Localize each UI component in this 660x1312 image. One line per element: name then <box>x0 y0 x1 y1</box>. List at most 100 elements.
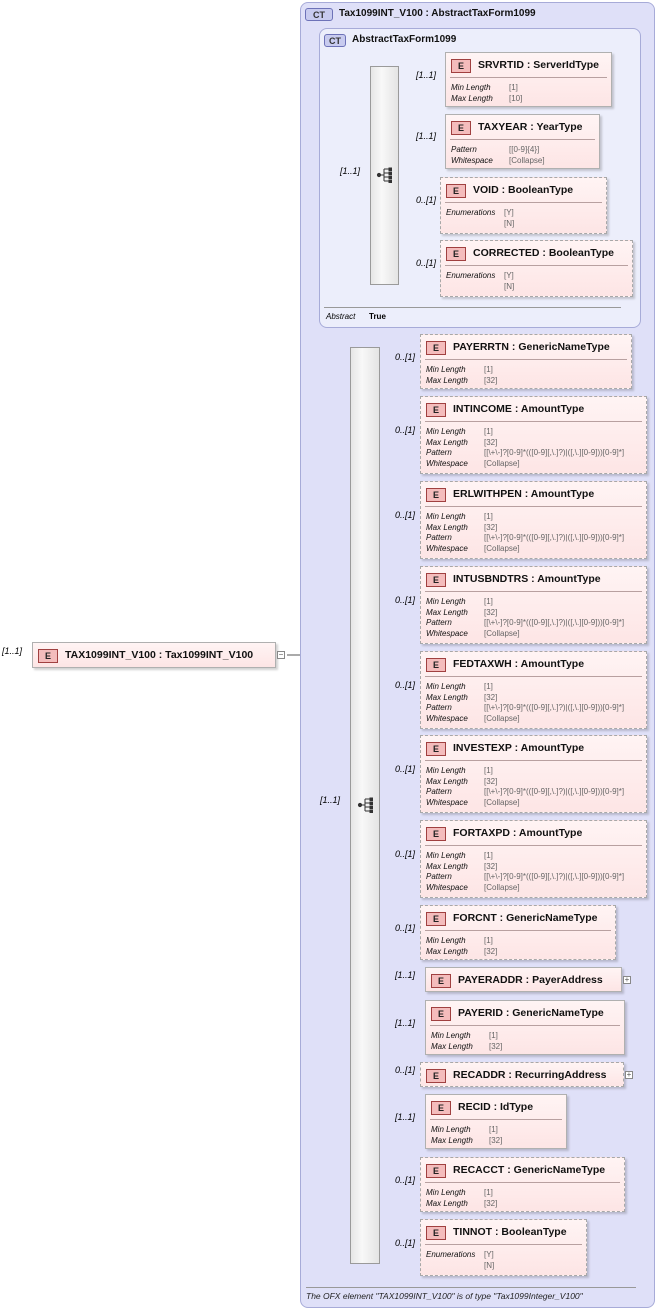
element-badge: E <box>426 1226 446 1240</box>
element-badge: E <box>426 573 446 587</box>
facet-row: Max Length [32] <box>426 438 643 448</box>
element-badge: E <box>426 1069 446 1083</box>
facet-name: Pattern <box>426 787 452 796</box>
facet-name: Max Length <box>426 692 468 702</box>
facet-name: Min Length <box>426 365 466 374</box>
facet-row: Max Length[32] <box>426 777 643 787</box>
facet-value: [1] <box>484 851 493 860</box>
facet-name: Min Length <box>426 512 466 521</box>
root-element-box[interactable]: E TAX1099INT_V100 : Tax1099INT_V100 <box>32 642 276 668</box>
facet-name: Whitespace <box>426 713 468 723</box>
facet-row: Min Length[1] <box>426 1188 621 1198</box>
facet-name: Whitespace <box>426 882 468 892</box>
facet-row: Enumerations[Y] <box>446 208 603 218</box>
facet-name: Pattern <box>451 145 477 154</box>
facet-value: [32] <box>489 1041 503 1051</box>
facet-name: Max Length <box>426 522 468 532</box>
element-title: CORRECTED : BooleanType <box>473 247 614 259</box>
element-box[interactable]: E PAYERADDR : PayerAddress <box>425 967 622 992</box>
element-title: FEDTAXWH : AmountType <box>453 658 585 670</box>
facet-value: [[\+\-]?[0-9]*(([0-9][,\.]?)|([,\.][0-9]… <box>484 533 625 542</box>
element-separator <box>425 845 642 846</box>
facet-name: Max Length <box>426 946 468 956</box>
facet-row: Pattern[[\+\-]?[0-9]*(([0-9][,\.]?)|([,\… <box>426 787 643 797</box>
complex-type-title: Tax1099INT_V100 : AbstractTaxForm1099 <box>339 8 536 19</box>
element-separator <box>425 1182 620 1183</box>
facet-name: Enumerations <box>426 1250 476 1259</box>
facet-value: [[\+\-]?[0-9]*(([0-9][,\.]?)|([,\.][0-9]… <box>484 872 625 881</box>
facet-row: Pattern[[\+\-]?[0-9]*(([0-9][,\.]?)|([,\… <box>426 533 643 543</box>
facet-value: [Collapse] <box>484 458 520 468</box>
facet-name: Max Length <box>426 437 468 447</box>
element-title: RECADDR : RecurringAddress <box>453 1069 607 1081</box>
complex-type-badge: CT <box>305 8 333 21</box>
facet-value: [32] <box>484 776 498 786</box>
facet-name: Pattern <box>426 618 452 627</box>
facet-value: [Y] <box>504 271 514 280</box>
facet-value: [32] <box>484 437 498 447</box>
facet-row: Max Length[32] <box>426 523 643 533</box>
base-type-badge: CT <box>324 34 346 47</box>
facet-value: [32] <box>489 1135 503 1145</box>
element-title: PAYERADDR : PayerAddress <box>458 974 603 986</box>
facet-row: Whitespace[Collapse] <box>451 156 596 166</box>
facet-name: Max Length <box>426 607 468 617</box>
element-multiplicity: [1..1] <box>395 970 416 980</box>
facet-value: [N] <box>504 281 515 291</box>
facet-value: [Collapse] <box>484 713 520 723</box>
facet-row: Min Length[1] <box>426 682 643 692</box>
facet-name: Enumerations <box>446 208 496 217</box>
facet-value: [1] <box>484 427 493 436</box>
facet-row: Max Length[32] <box>426 862 643 872</box>
facet-name: Min Length <box>426 1188 466 1197</box>
element-multiplicity: 0..[1] <box>395 1175 416 1185</box>
facet-name: Min Length <box>426 851 466 860</box>
element-multiplicity: 0..[1] <box>395 1065 416 1075</box>
facet-value: [32] <box>484 375 498 385</box>
facet-value: [1] <box>484 512 493 521</box>
expand-icon[interactable]: + <box>623 975 631 984</box>
root-multiplicity: [1..1] <box>2 646 23 656</box>
facet-value: [1] <box>484 682 493 691</box>
facet-value: [32] <box>484 946 498 956</box>
element-box[interactable]: E RECADDR : RecurringAddress <box>420 1062 624 1087</box>
element-badge: E <box>426 403 446 417</box>
element-separator <box>425 359 627 360</box>
facet-value: [1] <box>484 766 493 775</box>
facet-value: [Collapse] <box>484 797 520 807</box>
facet-value: [10] <box>509 93 523 103</box>
facet-row: Whitespace[Collapse] <box>426 459 643 469</box>
facet-name: Pattern <box>426 872 452 881</box>
facet-row: Min Length [1] <box>426 851 643 861</box>
element-badge: E <box>426 658 446 672</box>
element-multiplicity: [1..1] <box>416 131 437 141</box>
facet-row: Whitespace [Collapse] <box>426 714 643 724</box>
facet-name: Max Length <box>426 1198 468 1208</box>
element-separator <box>425 421 642 422</box>
facet-value: [1] <box>509 83 518 92</box>
element-badge: E <box>426 341 446 355</box>
facet-name: Max Length <box>431 1041 473 1051</box>
element-badge: E <box>426 827 446 841</box>
collapse-icon[interactable]: − <box>277 650 285 659</box>
expand-icon[interactable]: + <box>625 1070 633 1079</box>
element-separator <box>430 1119 562 1120</box>
element-badge: E <box>431 974 451 988</box>
facet-row: Whitespace[Collapse] <box>426 544 643 554</box>
